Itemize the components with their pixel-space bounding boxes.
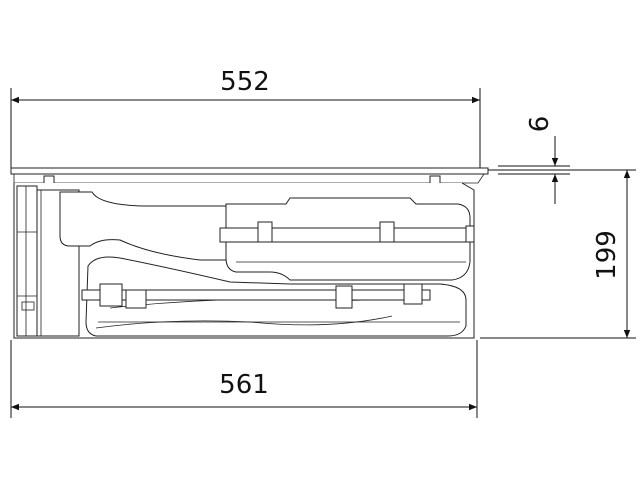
top-width-dimension: 552 (10, 67, 481, 170)
lower-coil-tray (81, 256, 467, 337)
top-width-label: 552 (220, 67, 270, 97)
frame-lip (13, 173, 485, 184)
glass-thickness-dimension: 6 (498, 116, 570, 204)
fan-duct (59, 191, 229, 261)
glass-top-plate (10, 167, 489, 175)
glass-thickness-label: 6 (525, 116, 555, 133)
total-height-dimension: 199 (480, 169, 636, 339)
upper-coil-tray (219, 197, 475, 281)
bottom-width-label: 561 (219, 370, 269, 400)
bottom-width-dimension: 561 (10, 340, 478, 418)
total-height-label: 199 (592, 230, 622, 280)
cooktop-side-view (10, 167, 489, 339)
